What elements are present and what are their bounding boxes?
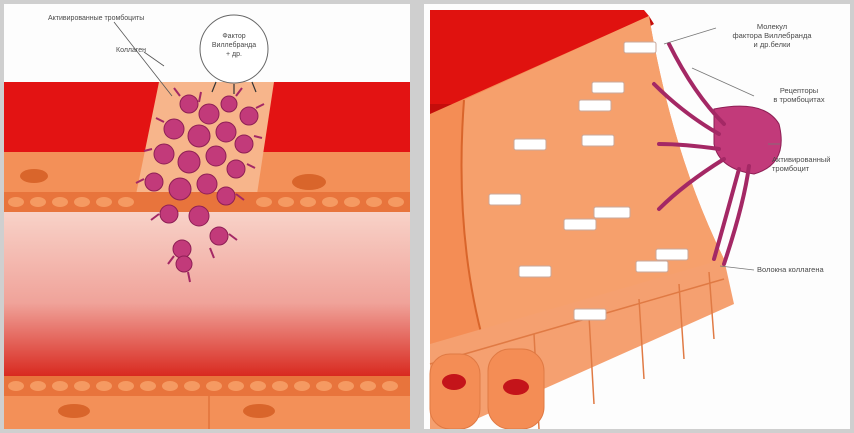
label-collagen: Коллаген — [116, 46, 146, 55]
circle-text-line: + др. — [204, 50, 264, 59]
factor-label-line: Молекул — [722, 22, 822, 31]
right-diagram-panel: Молекул фактора Виллебранда и др.белки Р… — [424, 4, 850, 429]
label-receptors: Рецепторы в тромбоцитах — [764, 86, 834, 104]
cell-nucleus — [243, 404, 275, 418]
activated-label-line: тромбоцит — [772, 164, 848, 173]
label-collagen-fibers: Волокна коллагена — [757, 265, 847, 274]
label-factor-molecules: Молекул фактора Виллебранда и др.белки — [722, 22, 822, 49]
label-circle-factor: Фактор Виллебранда + др. — [204, 32, 264, 59]
circle-text-line: Фактор — [204, 32, 264, 41]
activated-label-line: Активированный — [772, 155, 848, 164]
cell-nucleus — [292, 174, 326, 190]
cell-nucleus — [58, 404, 90, 418]
left-diagram-panel: Активированные тромбоциты Коллаген Факто… — [4, 4, 410, 429]
factor-label-line: фактора Виллебранда — [722, 31, 822, 40]
factor-label-line: и др.белки — [722, 40, 822, 49]
vessel-lumen — [4, 212, 410, 377]
circle-text-line: Виллебранда — [204, 41, 264, 50]
receptors-label-line: в тромбоцитах — [764, 95, 834, 104]
label-activated-platelets: Активированные тромбоциты — [48, 14, 144, 23]
label-activated-platelet: Активированный тромбоцит — [772, 155, 848, 173]
receptors-label-line: Рецепторы — [764, 86, 834, 95]
cell-nucleus — [20, 169, 48, 183]
vessel-injury-illustration — [4, 4, 410, 429]
platelet-adhesion-illustration — [424, 4, 850, 429]
